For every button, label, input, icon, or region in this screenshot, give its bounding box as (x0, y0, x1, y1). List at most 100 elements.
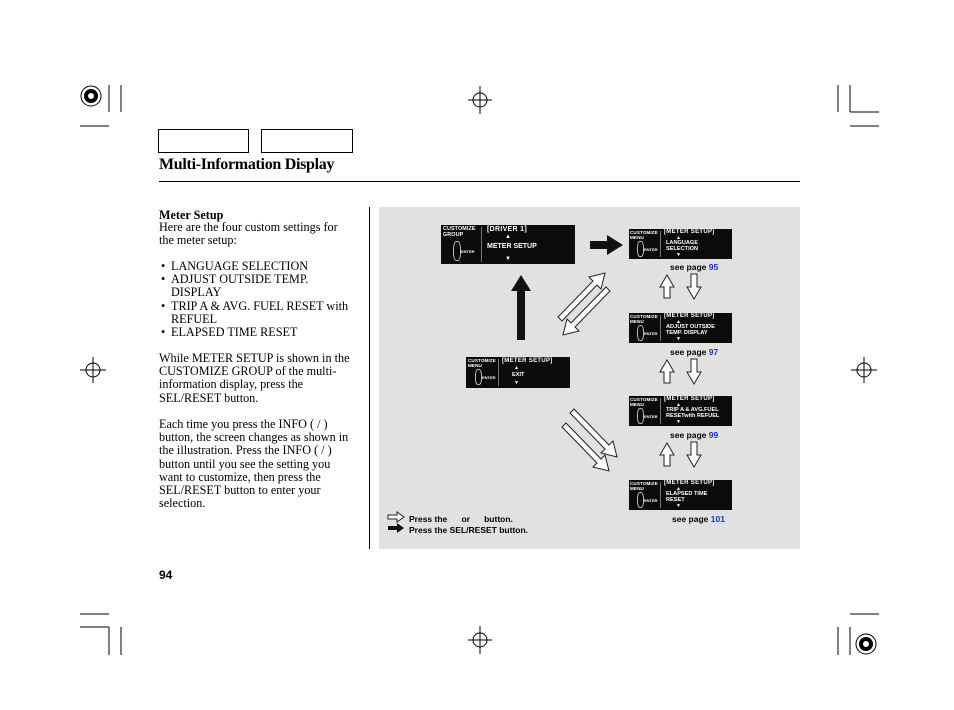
list-item: TRIP A & AVG. FUEL RESET with REFUEL (161, 299, 351, 326)
legend-info-button-text: Press the or button. (409, 514, 513, 524)
screen-divider (660, 482, 661, 508)
screen-header: [METER SETUP] (664, 396, 715, 402)
page-link[interactable]: 97 (708, 347, 719, 357)
list-item: LANGUAGE SELECTION (161, 259, 356, 273)
enter-label: ENTER (461, 249, 475, 254)
page-link[interactable]: 95 (708, 262, 719, 272)
down-arrow-icon: ▼ (676, 252, 681, 258)
screen-tag: CUSTOMIZE MENU (630, 397, 658, 407)
screen-tag: CUSTOMIZE MENU (468, 358, 496, 368)
instruction-paragraph-1: While METER SETUP is shown in the CUSTOM… (159, 351, 350, 405)
screen-tag: CUSTOMIZE MENU (630, 314, 658, 324)
outline-diagonal-arrow-icon (557, 272, 606, 322)
page-number: 94 (159, 568, 173, 582)
crosshair-left (80, 357, 106, 383)
page-link[interactable]: 99 (708, 430, 719, 440)
instruction-paragraph-2: Each time you press the INFO ( / ) butto… (159, 417, 349, 511)
down-arrow-icon: ▼ (505, 256, 511, 262)
display-screen-adjust-outside-temp: CUSTOMIZE MENU ENTER [METER SETUP] ▲ ADJ… (629, 313, 732, 343)
see-page-reference: see page 99 (670, 430, 718, 440)
screen-value-line-2: RESET (666, 497, 685, 503)
enter-label: ENTER (644, 331, 658, 336)
screen-divider (660, 231, 661, 257)
selector-knob-icon (637, 325, 644, 341)
down-arrow-icon: ▼ (514, 380, 519, 386)
header-tab-box-1 (158, 129, 249, 153)
outline-up-arrow-icon (659, 359, 675, 384)
enter-label: ENTER (644, 498, 658, 503)
screen-value-line-1: ADJUST OUTSIDE (666, 324, 715, 330)
enter-label: ENTER (644, 247, 658, 252)
intro-text: Here are the four custom settings for th… (159, 220, 338, 248)
screen-header: [DRIVER 1] (487, 226, 527, 233)
solid-up-arrow-icon (511, 275, 531, 340)
display-screen-language-selection: CUSTOMIZE MENU ENTER [METER SETUP] ▲ LAN… (629, 229, 732, 259)
crosshair-right (851, 357, 877, 383)
registration-target-top-left (80, 85, 102, 107)
screen-value-line-2: RESETwith REFUEL (666, 413, 720, 419)
screen-divider (660, 315, 661, 341)
screen-divider (660, 398, 661, 424)
screen-value-line-2: TEMP. DISPLAY (666, 330, 708, 336)
up-arrow-icon: ▲ (676, 402, 681, 408)
meter-setup-heading: Meter Setup (159, 208, 224, 222)
outline-up-arrow-icon (659, 274, 675, 299)
diagram-arrows (387, 235, 702, 533)
screen-value-line-2: SELECTION (666, 246, 699, 252)
selector-knob-icon (637, 492, 644, 508)
up-arrow-icon: ▲ (505, 234, 511, 240)
screen-header: [METER SETUP] (664, 229, 715, 235)
outline-down-arrow-icon (686, 273, 702, 300)
outline-up-arrow-icon (659, 442, 675, 467)
up-arrow-icon: ▲ (676, 319, 681, 325)
registration-target-bottom-right (855, 633, 877, 655)
screen-value-line-1: LANGUAGE (666, 240, 699, 246)
screen-value-line-1: ELAPSED TIME (666, 491, 708, 497)
header-tab-box-2 (261, 129, 353, 153)
page-link[interactable]: 101 (710, 514, 725, 524)
solid-right-arrow-icon (590, 235, 623, 255)
down-arrow-icon: ▼ (676, 336, 681, 342)
screen-tag: CUSTOMIZE MENU (630, 230, 658, 240)
selector-knob-icon (453, 241, 461, 261)
down-arrow-icon: ▼ (676, 419, 681, 425)
screen-value: EXIT (512, 372, 525, 378)
screen-value: METER SETUP (487, 243, 537, 250)
selector-knob-icon (637, 241, 644, 257)
enter-label: ENTER (644, 414, 658, 419)
selector-knob-icon (637, 408, 644, 424)
outline-diagonal-arrow-icon (561, 422, 610, 472)
screen-header: [METER SETUP] (502, 358, 553, 364)
screen-tag: CUSTOMIZE MENU (630, 481, 658, 491)
settings-list: LANGUAGE SELECTION ADJUST OUTSIDE TEMP. … (161, 259, 356, 339)
screen-tag: CUSTOMIZE GROUP (443, 226, 476, 238)
list-item: ADJUST OUTSIDE TEMP. DISPLAY (161, 273, 331, 300)
down-arrow-icon: ▼ (676, 503, 681, 509)
screen-value-line-1: TRIP A & AVG.FUEL (666, 407, 719, 413)
legend-sel-reset-text: Press the SEL/RESET button. (409, 525, 529, 535)
see-page-label: see page (670, 262, 707, 272)
legend-solid-arrow-icon (388, 523, 404, 533)
display-screen-exit: CUSTOMIZE MENU ENTER [METER SETUP] ▲ EXI… (466, 357, 570, 388)
see-page-reference: see page 97 (670, 347, 718, 357)
crosshair-bottom (468, 626, 492, 654)
enter-label: ENTER (482, 375, 496, 380)
title-rule (159, 181, 800, 182)
screen-header: [METER SETUP] (664, 480, 715, 486)
meter-setup-diagram: CUSTOMIZE GROUP ENTER [DRIVER 1] ▲ METER… (379, 207, 800, 549)
list-item: ELAPSED TIME RESET (161, 325, 356, 339)
screen-header: [METER SETUP] (664, 313, 715, 319)
see-page-reference: see page 101 (672, 514, 725, 524)
up-arrow-icon: ▲ (514, 365, 519, 371)
see-page-label: see page (670, 430, 707, 440)
legend-outline-arrow-icon (387, 511, 405, 523)
selector-knob-icon (475, 369, 482, 385)
outline-diagonal-arrow-icon (562, 286, 611, 336)
screen-divider (498, 359, 499, 386)
display-screen-elapsed-time-reset: CUSTOMIZE MENU ENTER [METER SETUP] ▲ ELA… (629, 480, 732, 510)
see-page-label: see page (672, 514, 709, 524)
outline-down-arrow-icon (686, 358, 702, 385)
column-divider (369, 207, 370, 549)
up-arrow-icon: ▲ (676, 486, 681, 492)
